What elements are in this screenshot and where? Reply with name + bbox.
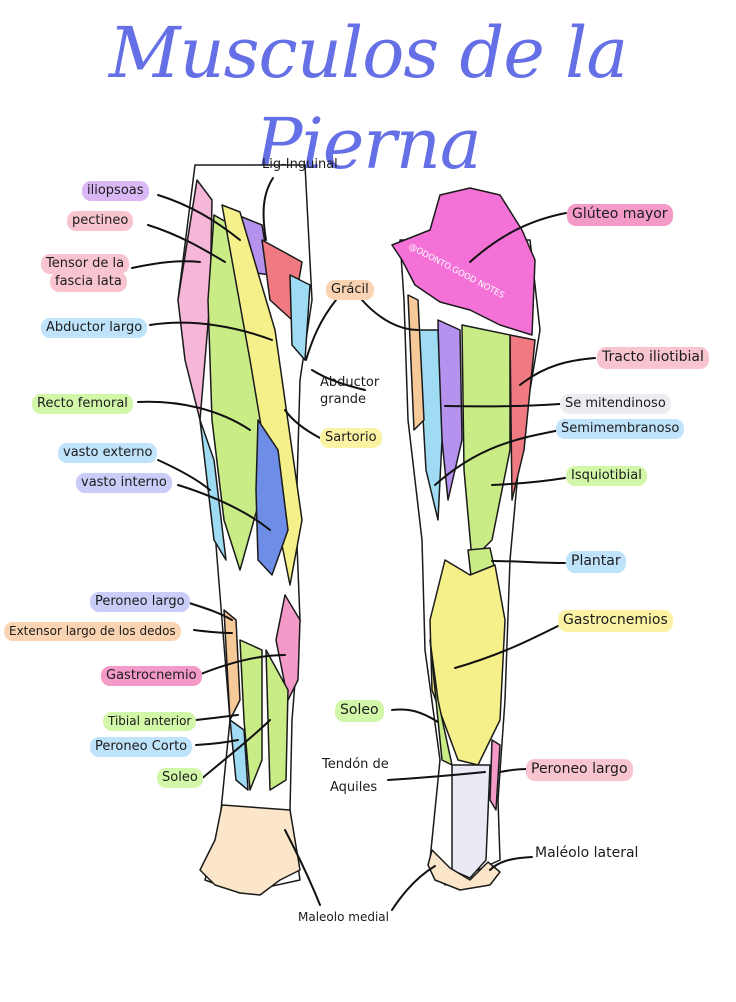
leader-lines (131, 177, 596, 911)
isquiotibial-muscle (461, 324, 511, 561)
label-peroneo-largo-front: Peroneo largo (90, 592, 190, 613)
tendon-aquiles (451, 764, 491, 879)
back-heel (427, 849, 501, 891)
gastrocnemio-front-muscle (275, 594, 301, 701)
front-leg (177, 164, 313, 896)
label-sartorio: Sartorio (320, 428, 382, 449)
label-tensor-line2: fascia lata (50, 272, 127, 293)
label-abductor-largo: Abductor largo (41, 318, 148, 339)
label-semitendinoso: Se mitendinoso (560, 394, 671, 415)
label-tensor-line1: Tensor de la (41, 254, 130, 275)
label-lig-inguinal: Lig-Inguinal (262, 157, 338, 172)
label-recto-femoral: Recto femoral (32, 394, 133, 415)
label-semimembranoso: Semimembranoso (556, 419, 685, 440)
label-pectineo: pectineo (67, 211, 134, 232)
label-gastrocnemios-back: Gastrocnemios (558, 610, 673, 632)
page-title: Musculos de la Pierna (108, 12, 628, 185)
label-maleolo-medial: Maleolo medial (298, 910, 389, 924)
label-peroneo-corto: Peroneo Corto (90, 737, 193, 758)
label-tendon-line2: Aquiles (330, 780, 378, 795)
abductor-largo-muscle (289, 274, 311, 361)
back-leg: @ODONTO.GOOD NOTES (391, 187, 541, 891)
gluteo-mayor-muscle (391, 187, 536, 336)
label-vasto-externo: vasto externo (58, 443, 158, 464)
peroneo-corto-muscle (229, 719, 249, 791)
label-gracil: Grácil (326, 280, 374, 301)
front-foot (199, 804, 301, 896)
label-soleo-back: Soleo (335, 700, 384, 722)
peroneo-largo-front-muscle (223, 609, 241, 721)
label-tracto-iliotibial: Tracto iliotibial (597, 347, 709, 369)
label-abductor-grande-line1: Abductor (320, 375, 380, 390)
label-isquiotibial: Isquiotibial (566, 466, 647, 487)
vasto-interno-muscle (255, 419, 289, 576)
label-tendon-line1: Tendón de (322, 757, 389, 772)
tibial-anterior-muscle (239, 639, 263, 791)
peroneo-largo-back-muscle (489, 739, 501, 811)
label-plantar: Plantar (566, 551, 626, 573)
label-peroneo-largo-back: Peroneo largo (526, 759, 633, 781)
vasto-externo-muscle (199, 419, 227, 561)
label-tibial-anterior: Tibial anterior (103, 712, 197, 731)
label-gastrocnemio-front: Gastrocnemio (101, 666, 202, 687)
label-gluteo-mayor: Glúteo mayor (567, 204, 673, 226)
label-iliopsoas: iliopsoas (82, 181, 149, 202)
label-abductor-grande-line2: grande (320, 392, 367, 407)
tracto-iliotibial-muscle (509, 334, 536, 501)
label-extensor-largo: Extensor largo de los dedos (4, 622, 181, 641)
label-soleo-front: Soleo (157, 768, 203, 789)
soleo-front-muscle (265, 649, 289, 791)
label-maleolo-lateral: Maléolo lateral (535, 845, 639, 861)
label-vasto-interno: vasto interno (76, 473, 172, 494)
